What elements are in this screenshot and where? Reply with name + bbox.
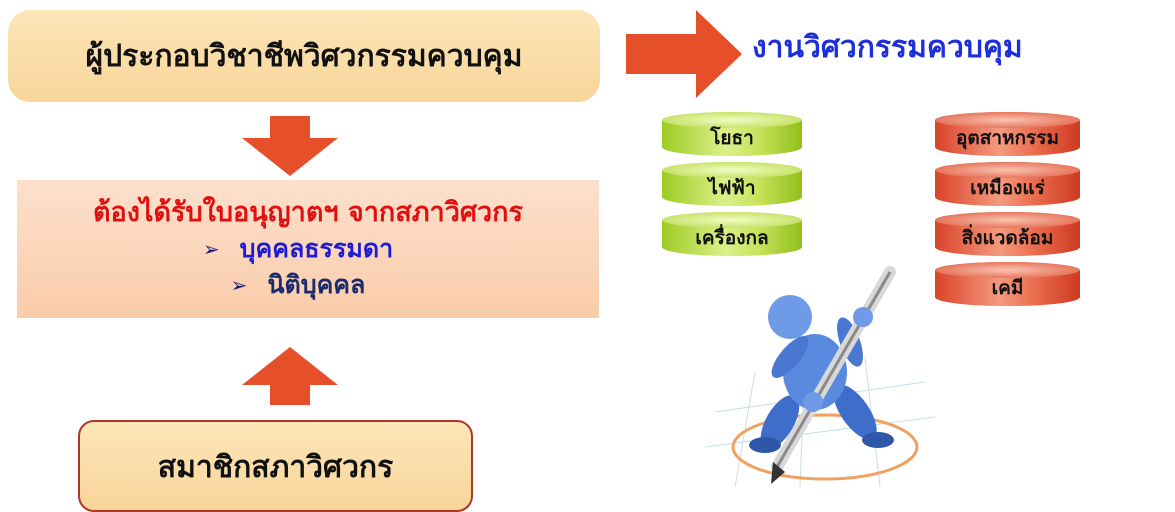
cylinder-electrical: ไฟฟ้า: [662, 162, 802, 206]
cylinder-industrial: อุตสาหกรรม: [935, 112, 1080, 156]
cylinder-civil: โยธา: [662, 112, 802, 156]
arrow-right-icon: [626, 10, 742, 98]
cylinder-mechanical: เครื่องกล: [662, 212, 802, 256]
arrow-bullet-icon: ➢: [202, 237, 220, 261]
engineer-drawing-pen-icon: [704, 266, 936, 488]
arrow-down-icon: [242, 116, 338, 176]
controlled-engineering-title: งานวิศวกรรมควบคุม: [752, 30, 1023, 65]
list-item-label: บุคคลธรรมดา: [239, 234, 394, 263]
arrow-up-icon: [242, 347, 338, 405]
list-item: ➢ นิติบุคคล: [231, 267, 366, 303]
cylinder-chemical: เคมี: [935, 262, 1080, 306]
cylinder-environmental: สิ่งแวดล้อม: [935, 212, 1080, 256]
list-item-label: นิติบุคคล: [267, 270, 366, 299]
arrow-bullet-icon: ➢: [230, 273, 248, 297]
cylinder-mining: เหมืองแร่: [935, 162, 1080, 206]
license-requirement-box: ต้องได้รับใบอนุญาตฯ จากสภาวิศวกร ➢ บุคคล…: [17, 180, 599, 318]
licensed-practitioner-label: ผู้ประกอบวิชาชีพวิศวกรรมควบคุม: [85, 38, 523, 74]
list-item: ➢ บุคคลธรรมดา: [203, 231, 393, 267]
engineer-council-member-box: สมาชิกสภาวิศวกร: [78, 420, 473, 512]
license-requirement-title: ต้องได้รับใบอนุญาตฯ จากสภาวิศวกร: [92, 197, 524, 228]
engineer-council-member-label: สมาชิกสภาวิศวกร: [157, 450, 394, 485]
licensed-practitioner-box: ผู้ประกอบวิชาชีพวิศวกรรมควบคุม: [8, 10, 600, 102]
